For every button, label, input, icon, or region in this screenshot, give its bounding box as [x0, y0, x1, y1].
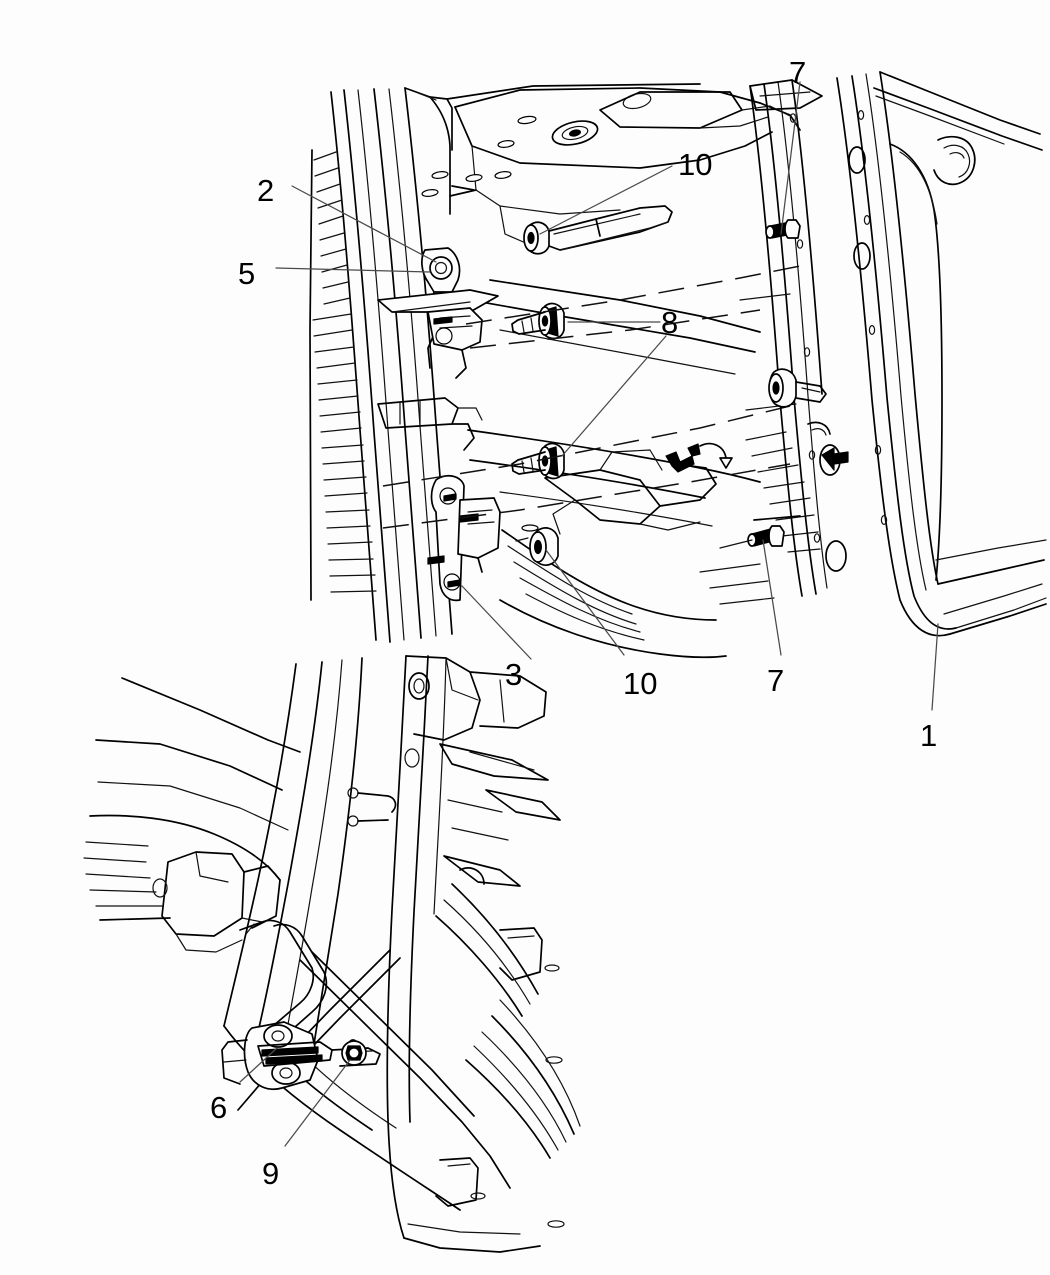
callout-number-9: 9: [262, 1156, 280, 1191]
callout-leader-lines: [239, 81, 939, 1147]
lower-hinge-assembly: [427, 474, 501, 602]
callout-number-6: 6: [210, 1090, 228, 1125]
hinge-bolt-lower: [511, 442, 565, 480]
door-panel-assembly: [807, 71, 1047, 637]
upper-hinge-assembly: [377, 247, 499, 379]
callout-number-5: 5: [238, 256, 256, 291]
callout-number-1: 1: [920, 718, 938, 753]
hinge-bolt-upper: [511, 302, 565, 340]
check-strap-bolt: [341, 1040, 367, 1066]
callout-number-2: 2: [257, 173, 275, 208]
callout-number-10b: 10: [623, 666, 658, 701]
callout-number-3: 3: [505, 657, 523, 692]
body-side-pillar-right: [699, 79, 828, 597]
callout-number-10a: 10: [678, 147, 713, 182]
door-bolt-mid: [768, 368, 827, 408]
lower-body-nut: [515, 524, 559, 566]
callout-number-8: 8: [661, 305, 679, 340]
door-bolt-lower: [719, 525, 785, 549]
upper-body-nut: [523, 205, 673, 255]
callout-number-7a: 7: [789, 55, 807, 90]
upper-view-body-structure: [309, 71, 1047, 659]
callout-number-7b: 7: [767, 663, 785, 698]
check-strap-assembly: [221, 1021, 381, 1091]
lower-view-body-structure: [83, 655, 581, 1253]
